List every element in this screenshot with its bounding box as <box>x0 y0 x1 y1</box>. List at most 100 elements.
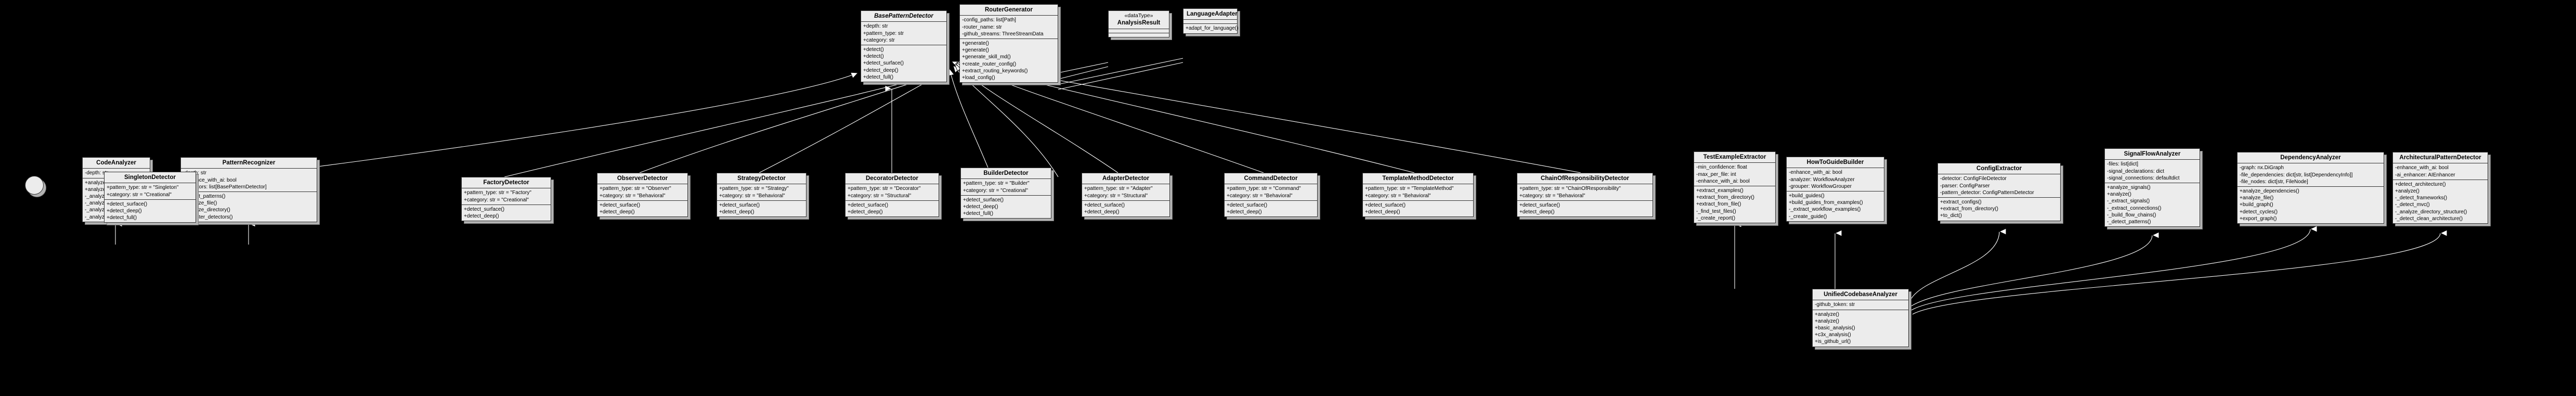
uml-class-unified-codebase-analyzer[interactable]: UnifiedCodebaseAnalyzer-github_token: st… <box>1812 289 1909 347</box>
class-operations: +build_guides()+build_guides_from_exampl… <box>1787 191 1884 221</box>
class-attribute: -file_nodes: dict[str, FileNode] <box>2240 178 2308 185</box>
class-operation: +extract_configs() <box>1940 199 1982 205</box>
uml-class-strategy-detector[interactable]: StrategyDetector+pattern_type: str = "St… <box>717 173 806 218</box>
class-attribute: +pattern_type: str = "ChainOfResponsibil… <box>1519 186 1621 192</box>
uml-class-test-example-extractor[interactable]: TestExampleExtractor-min_confidence: flo… <box>1694 151 1776 223</box>
uml-class-architectural-pattern-detector[interactable]: ArchitecturalPatternDetector-enhance_wit… <box>2392 152 2488 224</box>
class-name: BasePatternDetector <box>874 13 933 19</box>
uml-class-factory-detector[interactable]: FactoryDetector +pattern_type: str = "Fac… <box>461 177 551 222</box>
class-operation: -_detect_mvc() <box>2395 202 2430 208</box>
class-operation: +detect_full() <box>107 215 137 221</box>
class-title: BuilderDetector <box>961 168 1051 180</box>
uml-class-builder-detector[interactable]: BuilderDetector+pattern_type: str = "Bui… <box>960 168 1051 219</box>
uml-class-config-extractor[interactable]: ConfigExtractor-detector: ConfigFileDete… <box>1937 163 2061 221</box>
class-operations: +extract_examples()+extract_from_directo… <box>1694 186 1775 223</box>
uml-class-decorator-detector[interactable]: DecoratorDetector+pattern_type: str = "D… <box>845 173 939 218</box>
class-attribute: -min_confidence: float <box>1696 164 1747 171</box>
class-operation: +generate_skill_md() <box>962 54 1011 60</box>
class-attributes: +depth: str+pattern_type: str+category: … <box>861 22 946 45</box>
class-title: SingletonDetector <box>105 172 196 184</box>
class-attributes: +pattern_type: str = "Decorator"+categor… <box>845 184 939 201</box>
uml-class-analysis-result[interactable]: «dataType»AnalysisResult <box>1108 10 1169 37</box>
uml-class-chain-of-responsibility-detector[interactable]: ChainOfResponsibilityDetector +pattern_ty… <box>1517 173 1653 218</box>
class-name: FactoryDetector <box>483 180 529 186</box>
class-attribute: -detectors: list[BasePatternDetector] <box>183 184 267 190</box>
class-operations: +analyze_dependencies()+analyze_file()+b… <box>2237 187 2384 223</box>
class-name: AnalysisResult <box>1117 20 1161 27</box>
class-operation: +create_router_config() <box>962 61 1017 67</box>
class-title: ConfigExtractor <box>1938 163 2060 175</box>
class-operation: +analyze() <box>1815 318 1839 324</box>
uml-class-base-pattern-detector[interactable]: BasePatternDetector +depth: str+pattern_t… <box>861 10 947 82</box>
class-name: SignalFlowAnalyzer <box>2124 151 2181 157</box>
class-operation: +detect_deep() <box>464 213 499 219</box>
class-attribute: -pattern_detector: ConfigPatternDetector <box>1940 189 2034 196</box>
class-name: BuilderDetector <box>983 170 1029 176</box>
class-operations: +analyze()+analyze()+basic_analysis()+c3… <box>1813 310 1908 347</box>
uml-class-singleton-detector[interactable]: SingletonDetector+pattern_type: str = "S… <box>104 172 196 223</box>
class-attribute: +category: str = "Behavioral" <box>1519 193 1585 199</box>
class-operation: +c3x_analysis() <box>1815 332 1851 338</box>
class-attribute: -config_paths: list[Path] <box>962 17 1016 23</box>
class-title: DecoratorDetector <box>845 173 939 185</box>
class-name: CodeAnalyzer <box>96 160 136 166</box>
uml-class-observer-detector[interactable]: ObserverDetector+pattern_type: str = "Ob… <box>597 173 688 218</box>
uml-class-language-adapter[interactable]: LanguageAdapter+adapt_for_language() <box>1183 8 1238 34</box>
uml-class-dependency-analyzer[interactable]: DependencyAnalyzer-graph: nx.DiGraph-fil… <box>2237 152 2384 224</box>
class-operation: +export_graph() <box>2240 215 2277 222</box>
class-operation: +detect() <box>863 46 884 53</box>
class-operation: +analyze_file() <box>85 186 119 193</box>
class-attribute: -max_per_file: int <box>1696 171 1736 177</box>
class-operation: +analyze_signals() <box>2107 184 2151 190</box>
class-operation: +detect_surface() <box>1084 202 1125 208</box>
class-operation: +detect_surface() <box>464 206 505 212</box>
class-attribute: +pattern_type: str = "Decorator" <box>848 186 921 192</box>
class-attribute: -enhance_with_ai: bool <box>183 177 237 183</box>
class-attribute: -router_name: str <box>962 24 1002 30</box>
class-operation: +detect_deep() <box>848 209 883 215</box>
class-title: RouterGenerator <box>960 5 1058 16</box>
class-title: LanguageAdapter <box>1183 9 1238 20</box>
class-title: CodeAnalyzer <box>83 158 150 169</box>
class-operation: -_detect_frameworks() <box>2395 195 2448 201</box>
class-operation: -_analyze_directory_structure() <box>2395 209 2467 215</box>
class-operation: +extract_from_directory() <box>1696 195 1754 201</box>
class-operation: +detect_surface() <box>863 60 904 67</box>
class-attributes: -min_confidence: float-max_per_file: int… <box>1694 163 1775 186</box>
class-operation: +detect_deep() <box>719 209 754 215</box>
class-operations: +detect_surface()+detect_deep()+detect_f… <box>105 200 196 223</box>
uml-class-adapter-detector[interactable]: AdapterDetector+pattern_type: str = "Ada… <box>1082 173 1170 218</box>
class-attribute: +category: str = "Behavioral" <box>719 193 785 199</box>
uml-class-command-detector[interactable]: CommandDetector+pattern_type: str = "Com… <box>1224 173 1318 218</box>
class-operation: -_find_test_files() <box>1696 208 1736 214</box>
uml-class-how-to-guide-builder[interactable]: HowToGuideBuilder-enhance_with_ai: bool-… <box>1786 157 1884 222</box>
uml-class-template-method-detector[interactable]: TemplateMethodDetector+pattern_type: str… <box>1362 173 1474 218</box>
class-operation: +analyze() <box>1815 311 1839 317</box>
class-attribute: +depth: str <box>863 23 888 30</box>
class-operations: +detect_patterns()+analyze_file()+analyz… <box>181 192 317 222</box>
class-operation: +generate() <box>962 40 989 46</box>
class-title: TemplateMethodDetector <box>1363 173 1473 185</box>
class-title: ArchitecturalPatternDetector <box>2393 152 2488 164</box>
class-operation: -_detect_patterns() <box>2107 219 2151 225</box>
class-operation: +detect_surface() <box>1365 202 1406 208</box>
uml-class-pattern-recognizer[interactable]: PatternRecognizer-depth: str-enhance_wit… <box>180 157 317 222</box>
class-attribute: -file_dependencies: dict[str, list[Depen… <box>2240 172 2353 178</box>
class-attribute: -files: list[dict] <box>2107 161 2139 168</box>
class-operations: +detect_surface()+detect_deep() <box>845 201 939 216</box>
class-attribute: +category: str = "Behavioral" <box>600 193 666 199</box>
class-attributes: -github_token: str <box>1813 300 1908 310</box>
class-attributes: +pattern_type: str = "Factory"+category:… <box>462 188 551 205</box>
class-attribute: -ai_enhancer: AIEnhancer <box>2395 172 2455 178</box>
class-title: ObserverDetector <box>597 173 687 185</box>
uml-class-signal-flow-analyzer[interactable]: SignalFlowAnalyzer-files: list[dict]-sig… <box>2104 148 2200 227</box>
class-operation: -_build_flow_chains() <box>2107 212 2156 218</box>
uml-class-router-generator[interactable]: RouterGenerator-config_paths: list[Path]… <box>959 4 1058 83</box>
class-stereotype: «dataType» <box>1124 12 1153 19</box>
class-operation: -_extract_connections() <box>2107 205 2162 211</box>
class-attribute: +category: str = "Creational" <box>107 191 172 198</box>
class-name: ChainOfResponsibilityDetector <box>1541 175 1629 182</box>
class-operation: +detect_deep() <box>1519 209 1555 215</box>
class-attribute: +category: str = "Creational" <box>963 187 1028 194</box>
